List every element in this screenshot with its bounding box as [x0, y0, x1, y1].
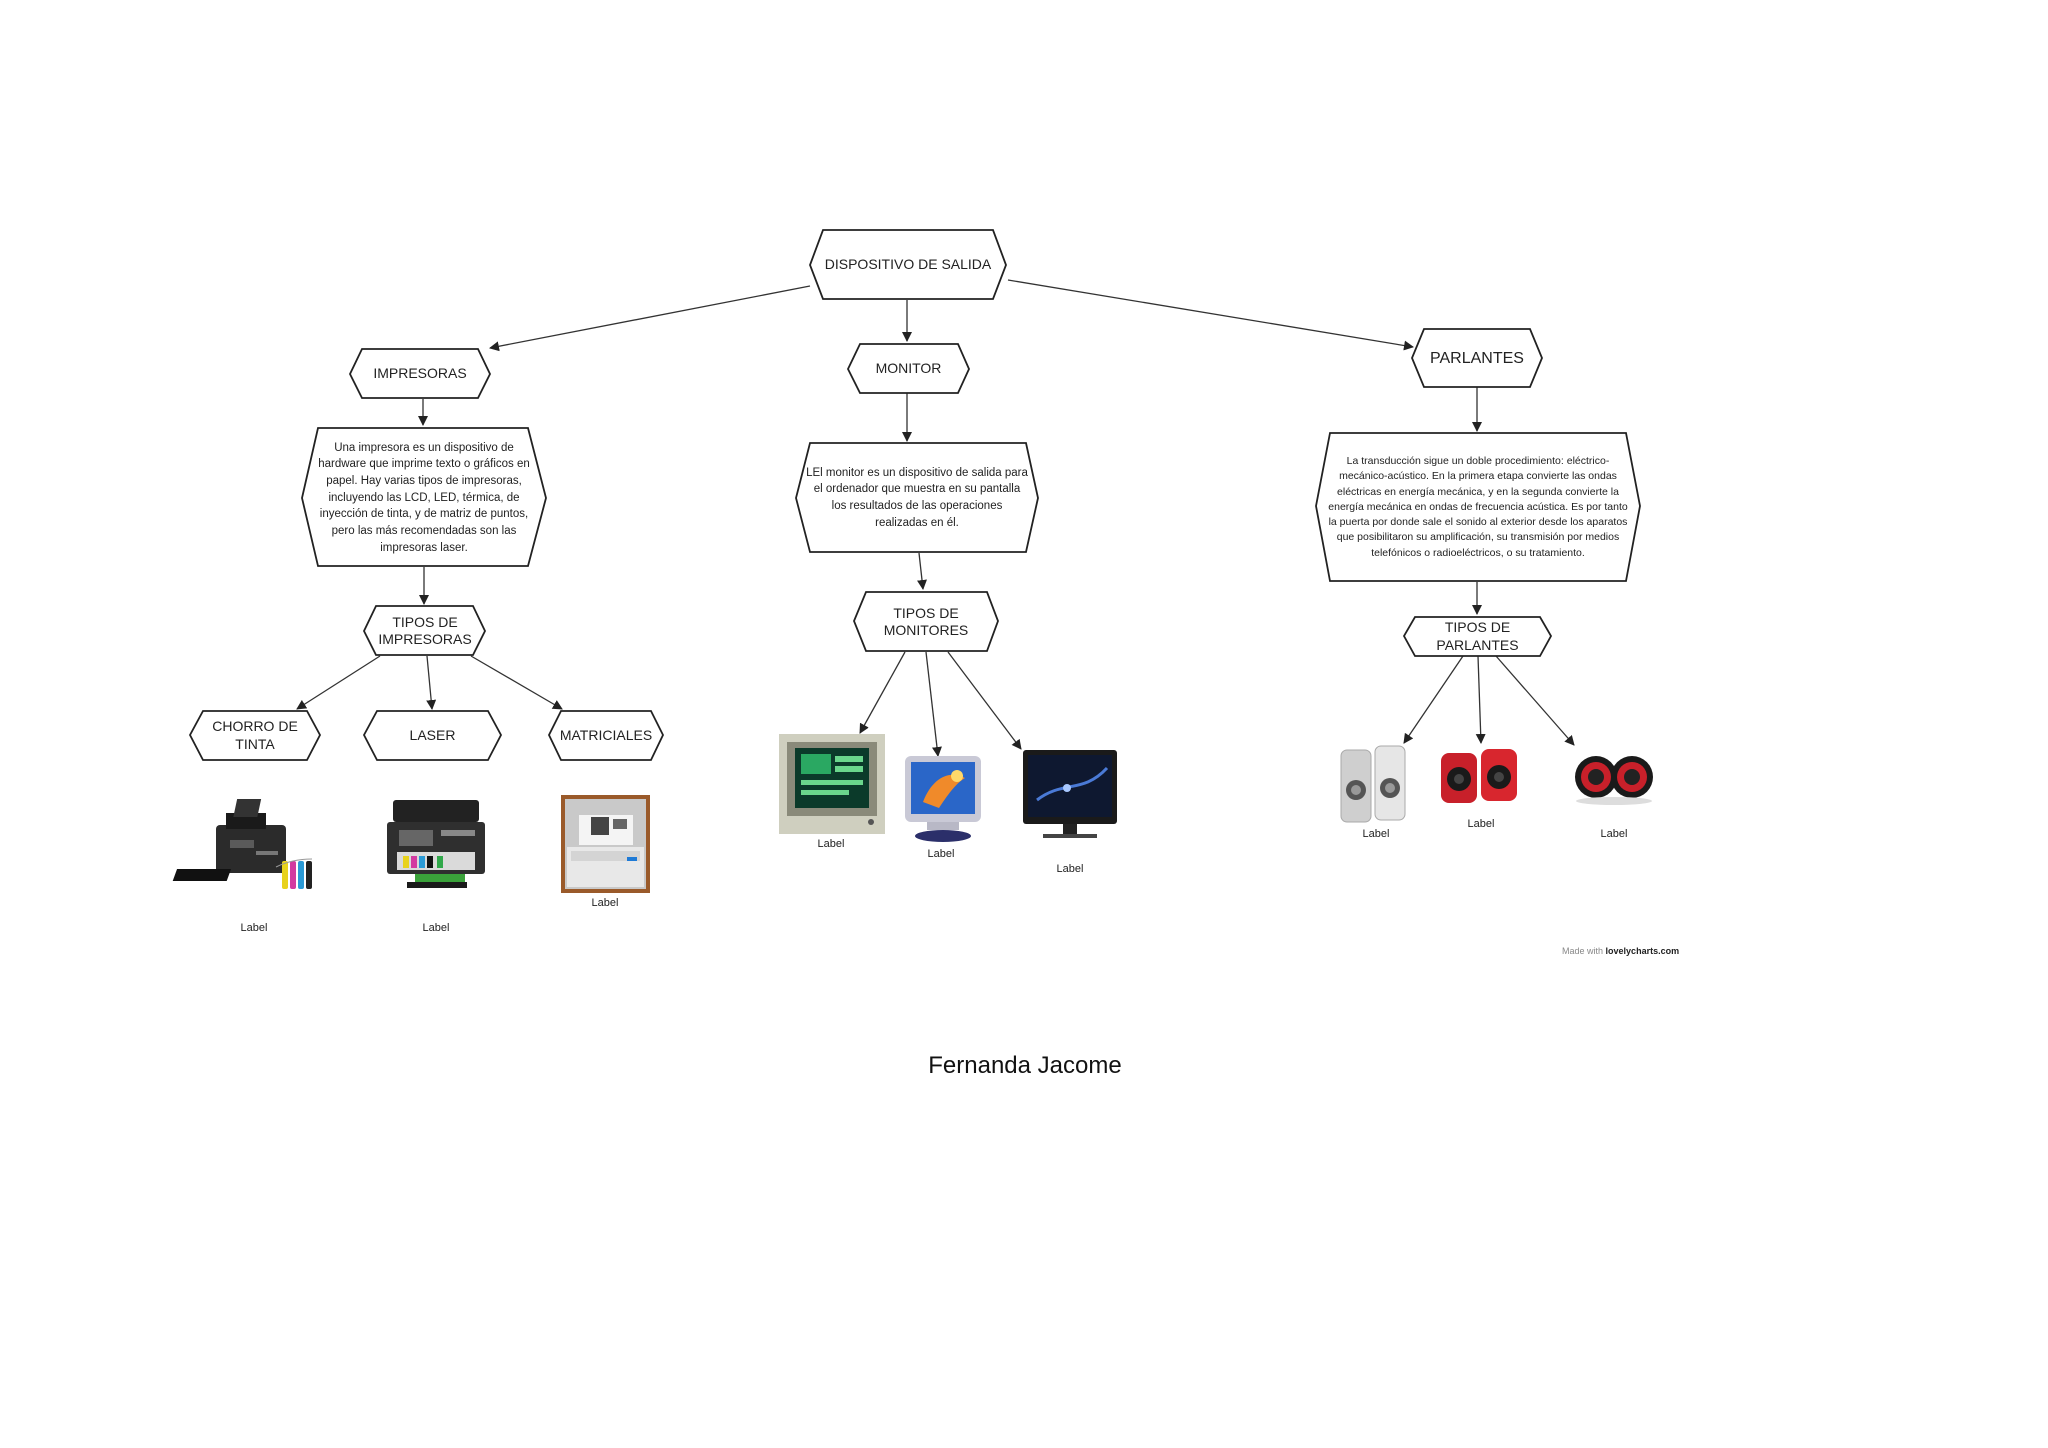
connector	[1495, 655, 1575, 746]
inkjet-printer-image	[172, 799, 313, 889]
connector	[296, 655, 381, 710]
matriciales-label: MATRICIALES	[559, 726, 653, 743]
connector	[1475, 655, 1486, 744]
parlantes-desc-shape	[1315, 432, 1641, 582]
parlantes-node-shape	[1411, 328, 1543, 388]
node-shapes	[188, 229, 1641, 761]
root-node-shape	[809, 229, 1007, 300]
dot-matrix-printer-image	[561, 795, 650, 893]
parlantes-node-label: PARLANTES	[1430, 349, 1524, 367]
crt-monitor-image	[779, 734, 885, 834]
monitor-node-shape	[846, 343, 970, 394]
tipos-parlantes-shape	[1402, 616, 1553, 657]
red-cube-speakers-image	[1441, 749, 1517, 803]
lcd-monitor-image	[1023, 750, 1117, 838]
connector	[1007, 279, 1414, 351]
parlantes-description-text: La transducción sigue un doble procedimi…	[1328, 455, 1628, 559]
laser-label: LASER	[409, 726, 456, 743]
connector-group	[296, 279, 1575, 757]
image-caption: Label	[591, 897, 619, 909]
matriciales-node: MATRICIALES	[551, 711, 661, 760]
connector	[470, 655, 563, 710]
laser-printer-image	[387, 800, 485, 888]
credit-brand: lovelycharts.com	[1605, 946, 1680, 956]
connector	[925, 651, 942, 757]
image-caption: Label	[817, 838, 845, 850]
tipos-monitores-label: TIPOS DE MONITORES	[883, 604, 969, 639]
monitor-description: LEl monitor es un dispositivo de salida …	[800, 445, 1034, 551]
tipos-monitores-shape	[853, 591, 999, 652]
impresoras-description-text: Una impresora es un dispositivo de hardw…	[318, 441, 530, 554]
image-caption: Label	[240, 922, 268, 934]
connector	[426, 655, 437, 710]
impresoras-description: Una impresora es un dispositivo de hardw…	[306, 430, 542, 566]
monitor-node: MONITOR	[850, 345, 967, 393]
parlantes-node: PARLANTES	[1414, 330, 1540, 387]
color-crt-monitor-image	[905, 756, 981, 842]
image-caption: Label	[1467, 818, 1495, 830]
image-caption: Label	[1056, 863, 1084, 875]
tipos-impresoras-shape	[362, 605, 487, 656]
image-caption: Label	[422, 922, 450, 934]
connector	[859, 651, 906, 734]
tipos-monitores-node: TIPOS DE MONITORES	[858, 593, 994, 651]
image-caption: Label	[1362, 828, 1390, 840]
image-caption: Label	[927, 848, 955, 860]
root-node-label: DISPOSITIVO DE SALIDA	[824, 256, 992, 273]
laser-node-shape	[362, 710, 503, 761]
impresoras-node-label: IMPRESORAS	[373, 365, 467, 382]
laser-node: LASER	[366, 711, 499, 760]
credit-prefix: Made with	[1562, 946, 1604, 956]
image-caption: Label	[1600, 828, 1628, 840]
red-round-speakers-image	[1575, 756, 1653, 805]
tipos-impresoras-label: TIPOS DE IMPRESORAS	[378, 613, 472, 648]
connector	[947, 651, 1022, 750]
parlantes-description: La transducción sigue un doble procedimi…	[1320, 435, 1636, 580]
connector	[1403, 655, 1464, 744]
made-with-credit: Made with lovelycharts.com	[1562, 946, 1679, 956]
impresoras-desc-shape	[301, 427, 547, 567]
impresoras-node-shape	[348, 348, 492, 399]
author-name: Fernanda Jacome	[928, 1052, 1122, 1079]
white-speakers-image	[1340, 745, 1406, 823]
tipos-parlantes-label: TIPOS DE PARLANTES	[1436, 619, 1519, 653]
impresoras-node: IMPRESORAS	[352, 350, 488, 398]
chorro-de-tinta-node: CHORRO DE TINTA	[192, 711, 318, 760]
matriciales-node-shape	[547, 710, 665, 761]
monitor-node-label: MONITOR	[875, 360, 942, 377]
tipos-impresoras-node: TIPOS DE IMPRESORAS	[370, 606, 480, 656]
connector	[917, 552, 927, 590]
chorro-node-shape	[188, 710, 322, 761]
chorro-de-tinta-label: CHORRO DE TINTA	[212, 718, 298, 752]
root-node: DISPOSITIVO DE SALIDA	[816, 231, 1000, 299]
monitor-description-text: LEl monitor es un dispositivo de salida …	[806, 466, 1028, 529]
monitor-desc-shape	[795, 442, 1039, 553]
tipos-parlantes-node: TIPOS DE PARLANTES	[1406, 617, 1549, 656]
connector	[489, 285, 811, 352]
